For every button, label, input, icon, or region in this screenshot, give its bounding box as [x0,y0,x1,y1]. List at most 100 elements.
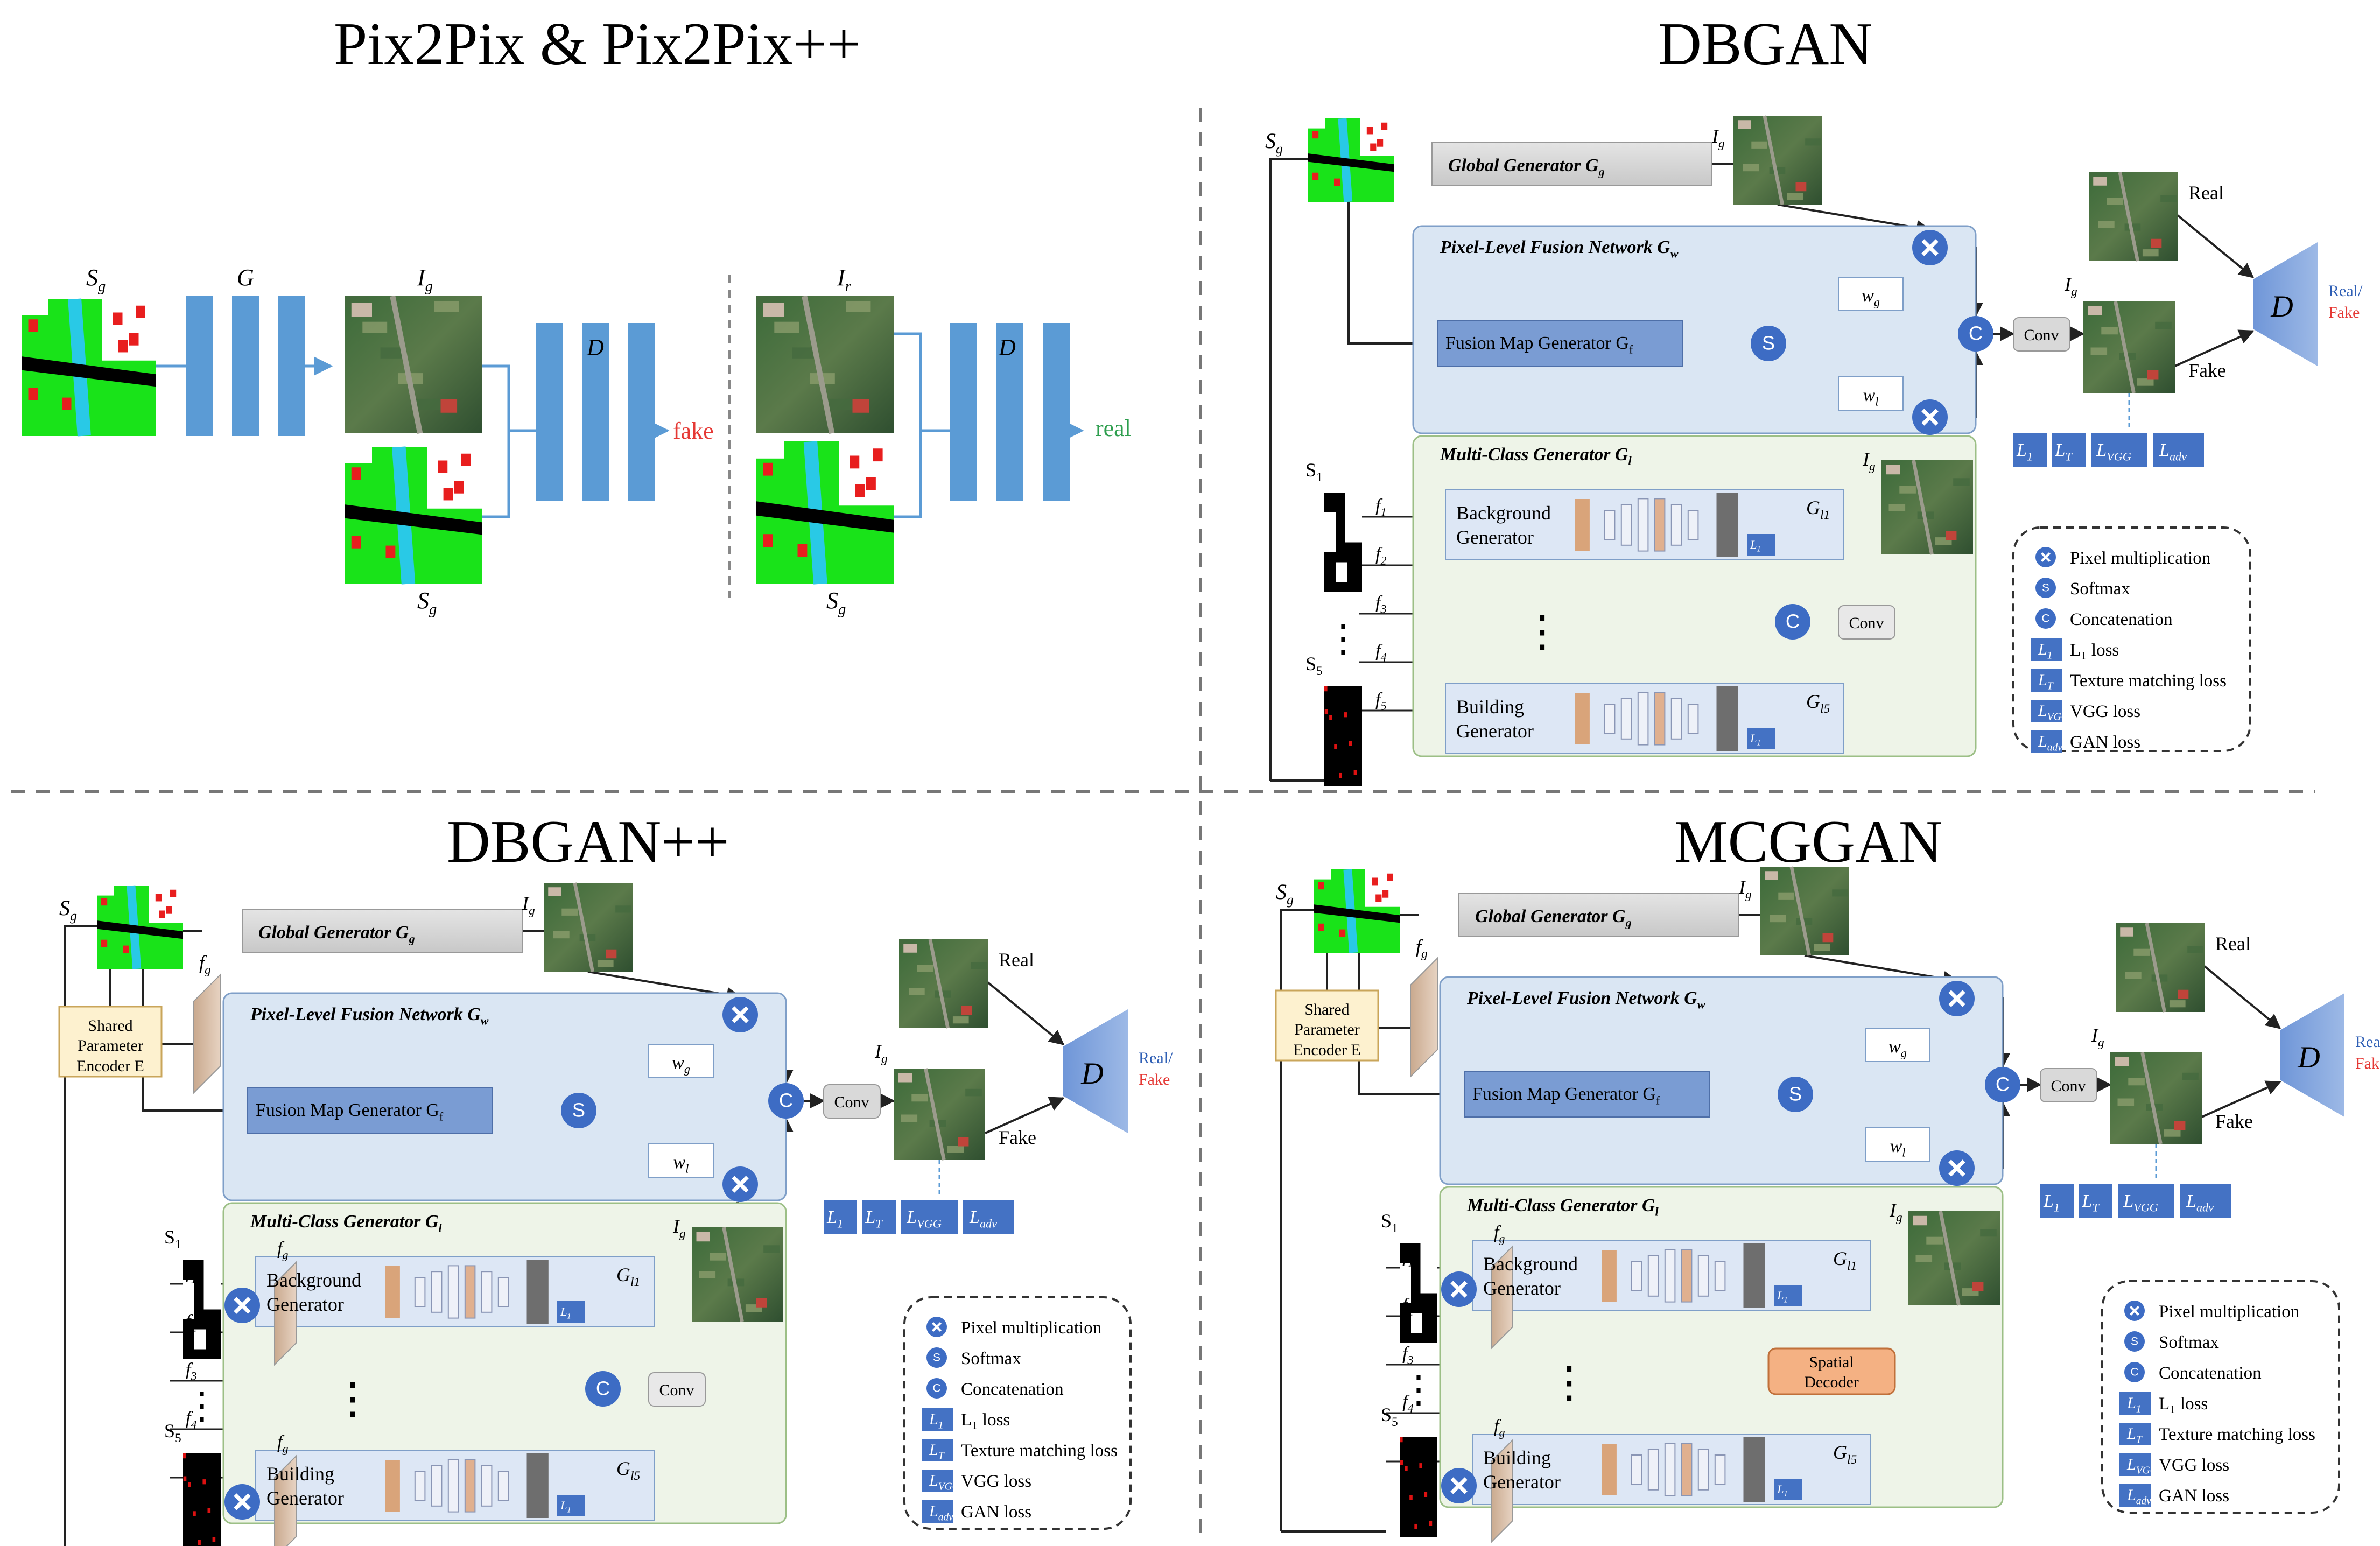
discriminator [2253,242,2318,366]
ig-label: Ig [2091,1024,2104,1050]
global-generator-label: Global Generator Gg [258,923,415,946]
mask-white [1400,1263,1411,1303]
mask-red [1400,1460,1403,1465]
legend-item-text: Concatenation [2159,1364,2262,1383]
real-label: Real [2188,182,2224,203]
gen-layer [1647,1255,1659,1297]
mask-red [1349,741,1352,746]
sat-house [898,1073,912,1083]
bd-gen-text: Building [266,1463,334,1485]
sat-road [1789,866,1811,956]
sat-field [1770,915,1786,923]
gen-dots: ⋮ [331,1375,374,1423]
map-building [1312,131,1319,139]
legend-icon [926,1378,947,1399]
s1-label: S1 [164,1226,181,1252]
multiply-x [1948,1160,1965,1177]
map-building [1318,923,1324,931]
gl1-label: Gl1 [1833,1248,1857,1273]
semantic-input [97,885,183,969]
legend-loss-icon [2119,1453,2151,1476]
mask-red [1400,1437,1403,1443]
sat-roof [2178,989,2189,999]
map-building [855,484,865,497]
legend-box [903,1296,1132,1530]
map-building [1312,172,1319,180]
map-building [385,545,396,558]
gen-layer [1681,1249,1693,1303]
mask-red [1424,1492,1428,1497]
sat-road [573,882,594,972]
sat-field [362,321,388,333]
sat-roof [958,1137,969,1147]
wl-box [1838,376,1904,411]
sg-label: Sg [1265,129,1283,157]
loss-box [2091,433,2147,467]
mask-white [1324,512,1336,552]
sat-roof [606,949,617,959]
map-building [461,453,471,466]
map-building [850,455,860,469]
softmax-circle [561,1093,596,1128]
sat-roof [961,1006,972,1015]
gen-output-layer [1716,493,1738,557]
mask-base [183,1453,221,1546]
ig-label: Ig [874,1041,888,1066]
legend-loss-icon [922,1470,953,1492]
multiply-x [1921,239,1939,256]
map-building [1375,894,1382,902]
bd-gen-text: Generator [1483,1471,1561,1493]
sat-field [952,1016,969,1024]
loss-box [2013,433,2047,467]
mask-red [198,1540,201,1545]
map-building [101,898,108,906]
pix-g-label: G [237,264,254,291]
sg-label: Sg [59,896,77,924]
map-building [1381,122,1388,130]
map-white-area [839,441,894,506]
mask-red [1329,715,1332,720]
mask-dots: ⋮ [1400,1369,1437,1411]
sat-roof [1822,933,1834,943]
gen-layer [464,1265,476,1319]
real-image [899,939,988,1029]
map-road [345,504,482,535]
legend-item-text: GAN loss [2070,733,2140,752]
mask-dots: ⋮ [1324,619,1362,660]
encoder-text: Shared [88,1017,132,1035]
gen-layer [1654,498,1666,552]
legend-item-text: Texture matching loss [2070,671,2227,691]
fused-output-image [894,1068,985,1161]
legend-loss-icon [2119,1423,2151,1445]
softmax-circle [1778,1077,1813,1112]
semantic-input [1314,869,1400,953]
sat-field [828,398,853,410]
f-label: f5 [1375,690,1387,713]
sat-field [2187,946,2203,953]
real-image [2116,923,2205,1013]
map-building [113,312,123,325]
pix-sg2-label: Sg [417,587,437,618]
map-building [1318,882,1324,890]
gen-output-layer [1716,686,1738,751]
f-label: f3 [1375,593,1387,616]
loss-box [963,1200,1014,1234]
wg-box [1865,1028,1930,1062]
bd-gen-text: Building [1483,1447,1551,1468]
pix-disc-layer [628,323,655,501]
map-road [1308,153,1394,172]
gen-output-layer [526,1260,549,1324]
loss-box [557,1495,585,1516]
map-building [1370,143,1377,151]
map-building [873,448,883,462]
fg-label: fg [199,952,211,977]
legend-item-text: VGG loss [961,1472,1031,1491]
sat-field [699,1271,716,1278]
loss-label: L1 [826,1207,843,1231]
gen-input-layer [1575,499,1590,551]
sat-field [2128,1078,2145,1086]
map-building [1372,877,1378,886]
mask-base [1400,1437,1437,1537]
mask-red [193,1511,196,1516]
